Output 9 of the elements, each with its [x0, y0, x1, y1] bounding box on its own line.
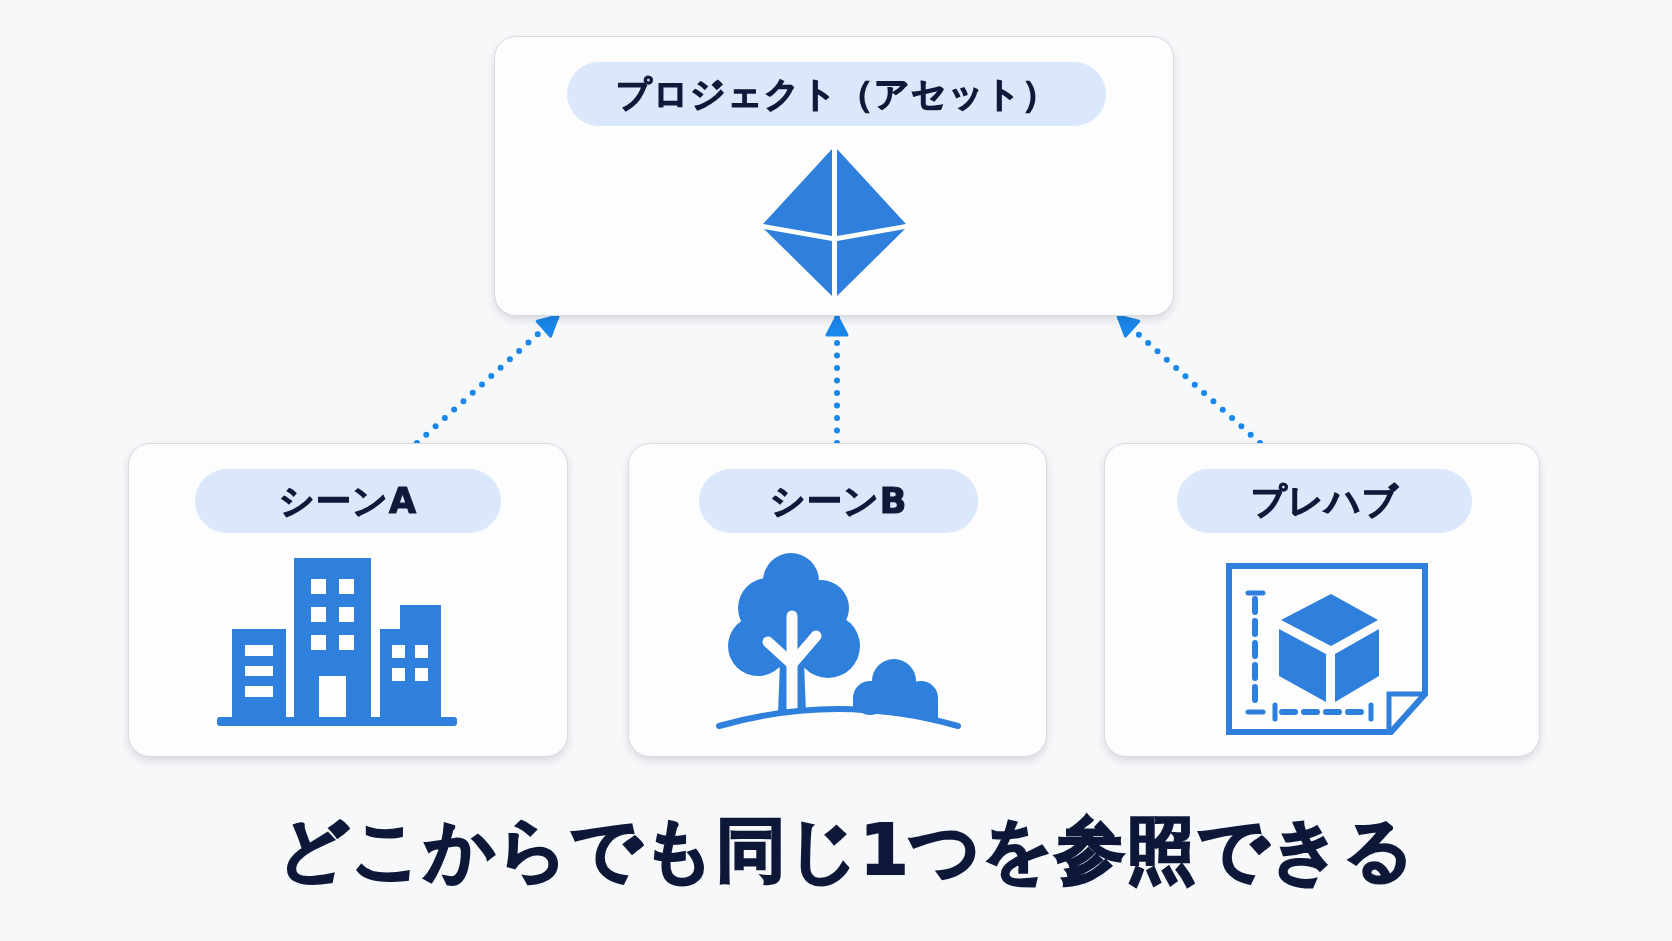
card-title: プロジェクト（アセット） [567, 62, 1106, 126]
card-title: シーンB [699, 469, 978, 533]
card [128, 443, 568, 757]
caption: どこからでも同じ1つを参照できる [276, 807, 1418, 893]
card [1104, 443, 1540, 757]
card-title: プレハブ [1177, 469, 1472, 533]
card [494, 36, 1174, 316]
card-title: シーンA [195, 469, 501, 533]
card [628, 443, 1047, 757]
